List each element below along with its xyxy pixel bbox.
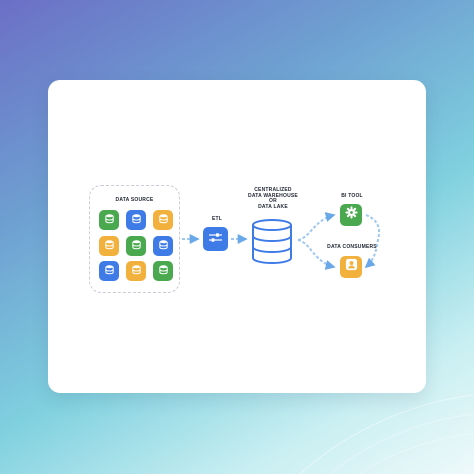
bi-tool-label: BI TOOL xyxy=(341,193,363,199)
connector-lines xyxy=(182,212,381,270)
data-source-group xyxy=(89,185,180,293)
arrow-bi-to-consumers xyxy=(364,214,381,269)
source-tile xyxy=(153,236,173,256)
database-icon xyxy=(131,211,142,229)
source-tile xyxy=(126,261,146,281)
database-icon xyxy=(131,262,142,280)
database-icon xyxy=(252,219,292,265)
arrow-warehouse-to-consumers xyxy=(297,239,336,270)
source-tile xyxy=(99,261,119,281)
source-tile xyxy=(153,210,173,230)
gear-icon xyxy=(344,206,358,224)
bi-tool-node xyxy=(340,204,362,226)
arrow-warehouse-to-bi xyxy=(297,212,336,241)
warehouse-label: CENTRALIZED DATA WAREHOUSE OR DATA LAKE xyxy=(248,187,298,210)
database-icon xyxy=(131,237,142,255)
database-icon xyxy=(104,211,115,229)
database-icon xyxy=(104,262,115,280)
source-tile xyxy=(99,210,119,230)
source-tile xyxy=(126,236,146,256)
data-consumers-node xyxy=(340,256,362,278)
database-icon xyxy=(158,237,169,255)
user-icon xyxy=(345,258,358,276)
data-source-grid xyxy=(99,210,173,281)
source-tile xyxy=(99,236,119,256)
source-tile xyxy=(153,261,173,281)
source-tile xyxy=(126,210,146,230)
data-consumers-label: DATA CONSUMERS xyxy=(327,244,377,250)
sliders-icon xyxy=(208,230,223,248)
etl-label: ETL xyxy=(211,216,223,222)
data-source-label: DATA SOURCE xyxy=(115,197,154,203)
database-icon xyxy=(104,237,115,255)
database-icon xyxy=(158,262,169,280)
diagram-card: DATA SOURCE ETL CENTRALIZED DATA WAREHOU… xyxy=(48,80,426,393)
etl-node xyxy=(203,227,228,251)
database-icon xyxy=(158,211,169,229)
